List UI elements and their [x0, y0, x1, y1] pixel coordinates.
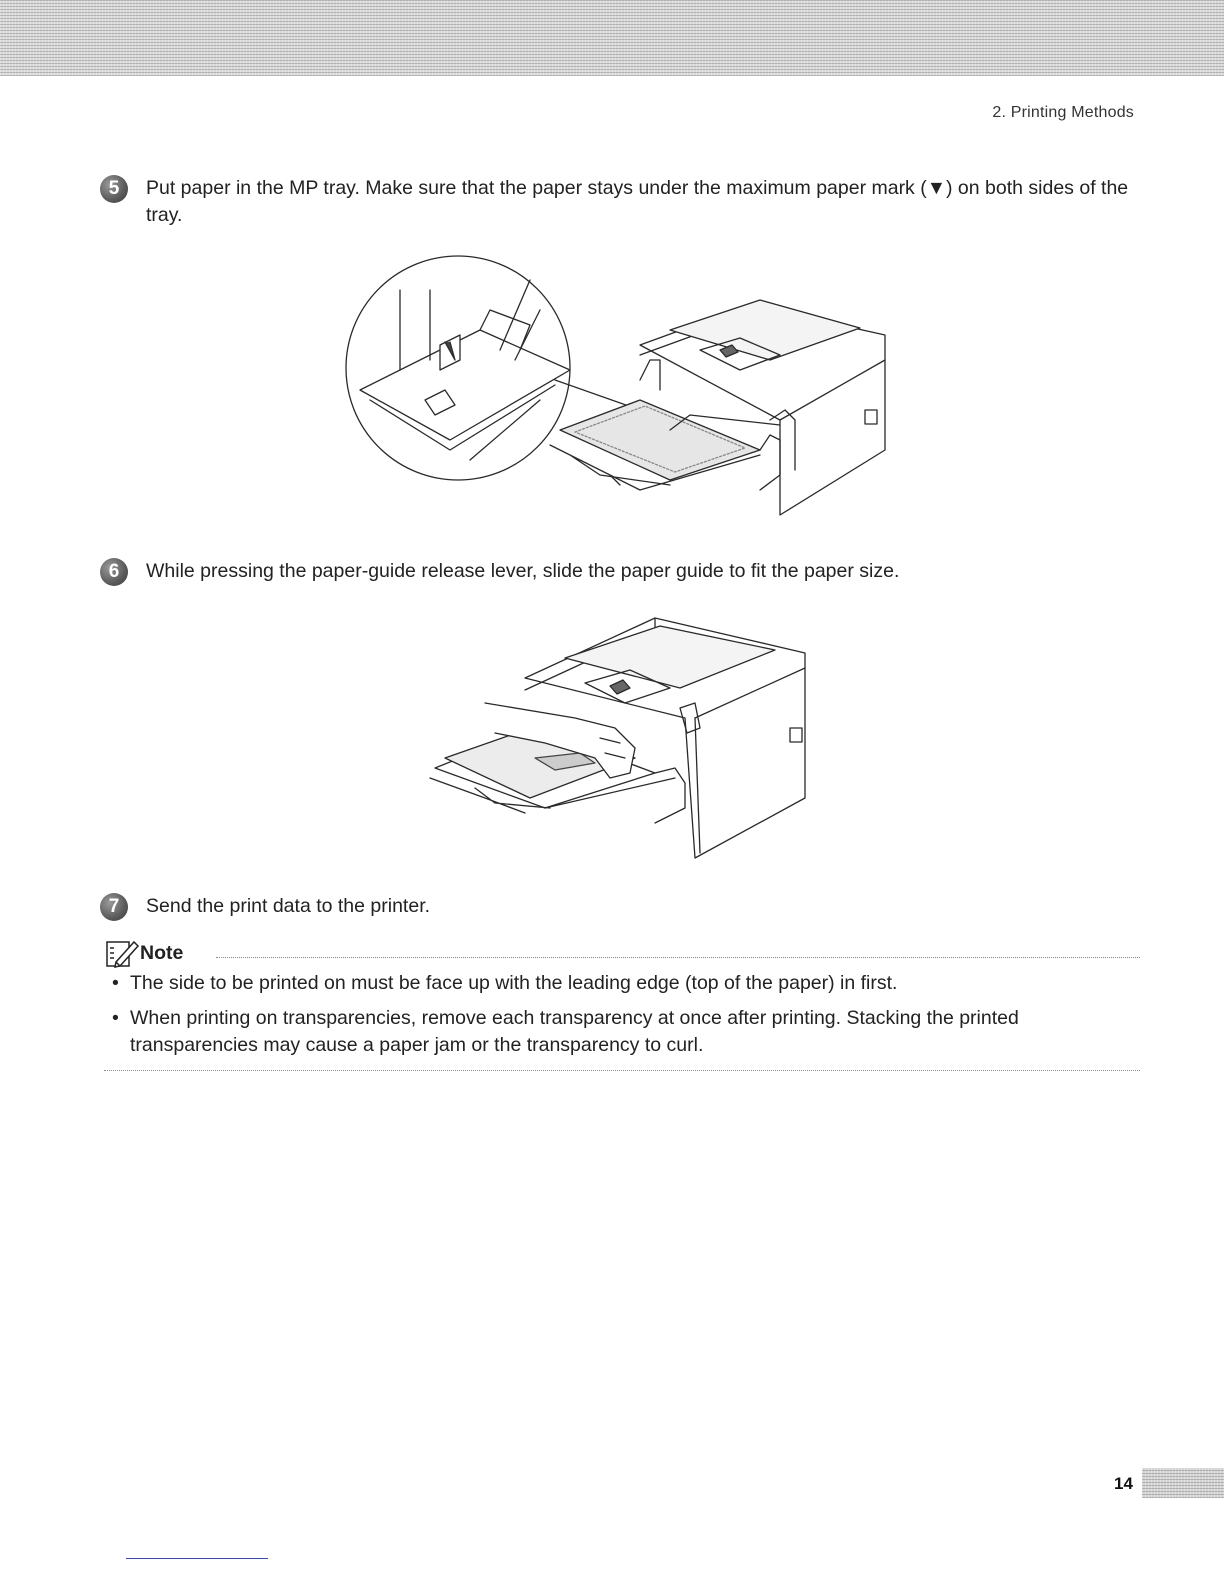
- note-bottom-divider: [104, 1070, 1140, 1071]
- note-item-text: The side to be printed on must be face u…: [130, 972, 898, 994]
- bullet-icon: •: [112, 1007, 119, 1029]
- step-number-badge: 5: [100, 175, 128, 203]
- note-header: Note: [104, 938, 1140, 968]
- note-title: Note: [140, 942, 184, 964]
- footer-rule: [126, 1558, 268, 1559]
- paper-guide-illustration: [429, 617, 806, 859]
- printer-mp-tray-illustration: [345, 255, 886, 516]
- step-instruction: Put paper in the MP tray. Make sure that…: [146, 177, 1129, 226]
- step-5: 5 Put paper in the MP tray. Make sure th…: [100, 175, 1140, 235]
- note-item: • When printing on transparencies, remov…: [112, 1005, 1138, 1059]
- bullet-icon: •: [112, 972, 119, 994]
- note-divider: [216, 957, 1140, 958]
- step-7: 7 Send the print data to the printer.: [100, 893, 1140, 923]
- page-number: 14: [1114, 1474, 1133, 1493]
- step-instruction: Send the print data to the printer.: [146, 895, 431, 917]
- zoom-circle: [345, 255, 571, 481]
- note-list: • The side to be printed on must be face…: [112, 970, 1138, 1067]
- note-item-text: When printing on transparencies, remove …: [130, 1007, 1019, 1056]
- header-band: [0, 0, 1224, 76]
- page-tab-decoration: [1142, 1468, 1224, 1498]
- step-number-badge: 6: [100, 558, 128, 586]
- note-pencil-icon: [106, 940, 140, 968]
- step-6: 6 While pressing the paper-guide release…: [100, 558, 1140, 588]
- step-number-badge: 7: [100, 893, 128, 921]
- chapter-title: 2. Printing Methods: [992, 104, 1134, 121]
- step-instruction: While pressing the paper-guide release l…: [146, 560, 900, 582]
- note-item: • The side to be printed on must be face…: [112, 970, 1138, 997]
